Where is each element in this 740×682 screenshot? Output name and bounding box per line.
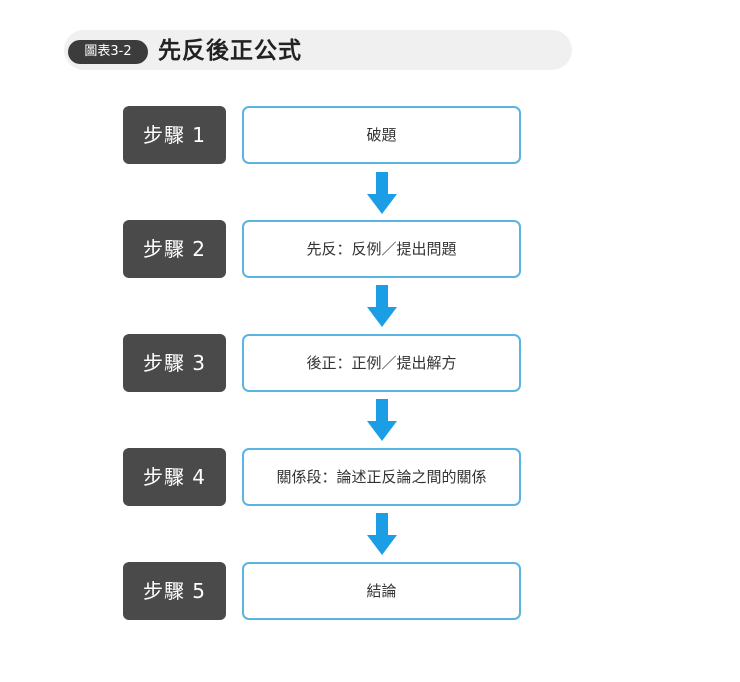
flow-step-4: 步驟 4 關係段：論述正反論之間的關係 <box>0 448 740 506</box>
step-label-4: 步驟 4 <box>123 448 226 506</box>
step-content-5: 結論 <box>242 562 521 620</box>
step-label-5: 步驟 5 <box>123 562 226 620</box>
flow-step-5: 步驟 5 結論 <box>0 562 740 620</box>
arrow-down-icon <box>366 285 398 329</box>
step-content-3: 後正：正例／提出解方 <box>242 334 521 392</box>
step-label-2: 步驟 2 <box>123 220 226 278</box>
step-content-4: 關係段：論述正反論之間的關係 <box>242 448 521 506</box>
arrow-down-icon <box>366 172 398 216</box>
step-content-1: 破題 <box>242 106 521 164</box>
step-label-1: 步驟 1 <box>123 106 226 164</box>
arrow-down-icon <box>366 399 398 443</box>
flow-step-3: 步驟 3 後正：正例／提出解方 <box>0 334 740 392</box>
flow-step-1: 步驟 1 破題 <box>0 106 740 164</box>
title-bar <box>64 30 572 70</box>
arrow-down-icon <box>366 513 398 557</box>
step-label-3: 步驟 3 <box>123 334 226 392</box>
diagram-title: 先反後正公式 <box>158 38 302 64</box>
step-content-2: 先反：反例／提出問題 <box>242 220 521 278</box>
flow-step-2: 步驟 2 先反：反例／提出問題 <box>0 220 740 278</box>
figure-number-badge: 圖表3-2 <box>68 40 148 64</box>
